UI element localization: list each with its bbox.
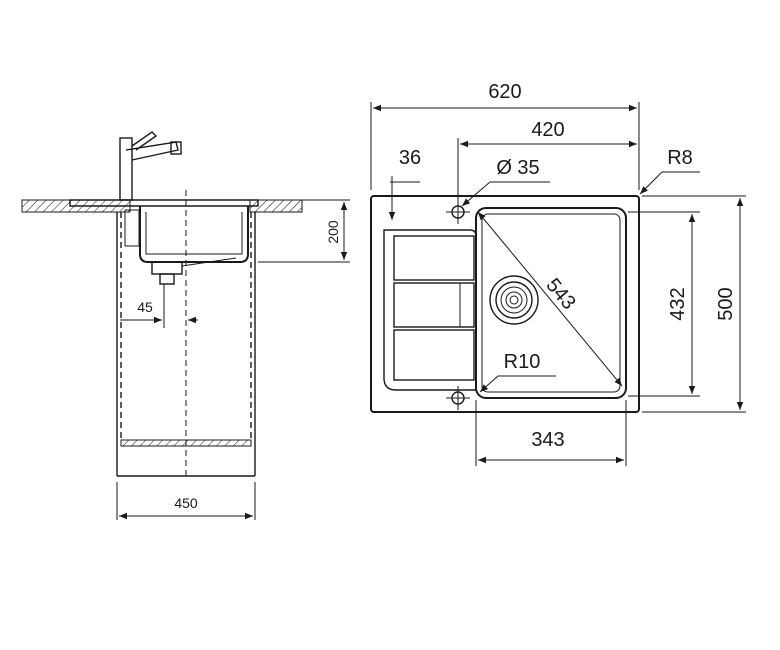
drain-icon: [151, 257, 237, 285]
dim-bowl-depth: 200: [325, 220, 341, 244]
overflow-hole-icon: [446, 386, 470, 410]
dim-bowl-width-bottom: 343: [531, 429, 564, 451]
bowl-profile: [139, 206, 249, 263]
dim-corner-radius-outer: R8: [667, 147, 693, 169]
tap-hole-icon: [446, 200, 470, 224]
sink-outline: [370, 195, 640, 413]
side-view: 200 45 450: [21, 131, 350, 520]
dim-overall-width: 620: [488, 81, 521, 103]
dim-bowl-length: 432: [667, 287, 689, 320]
top-view: 543 620 420 36 Ø 35 R8 432 500: [370, 81, 746, 466]
dim-hole-diameter: Ø 35: [496, 157, 539, 179]
dim-drain-offset: 45: [137, 299, 153, 315]
dim-cabinet-width: 450: [174, 495, 198, 511]
dim-bowl-width-top: 420: [531, 119, 564, 141]
bowl-outline: [475, 207, 627, 399]
dim-diagonal: 543: [541, 274, 579, 314]
drain-strainer-icon: [489, 275, 539, 325]
faucet-icon: [119, 131, 182, 201]
dim-bowl-corner-radius: R10: [504, 351, 541, 373]
dim-overall-length: 500: [715, 287, 737, 320]
drainer-area: [383, 229, 477, 391]
dim-hole-offset: 36: [399, 147, 421, 169]
